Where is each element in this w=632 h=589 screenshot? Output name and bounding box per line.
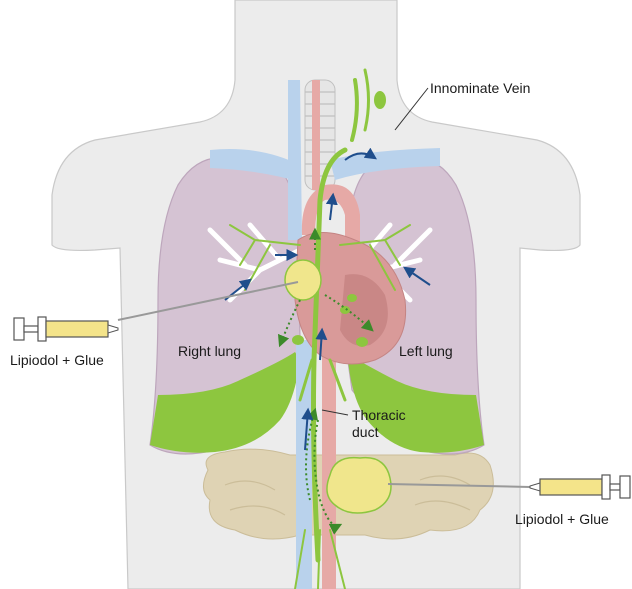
- mediastinal-lymph-node: [285, 260, 321, 300]
- cisterna-chyli: [327, 458, 391, 513]
- thoracic-duct-label-line2: duct: [352, 424, 379, 440]
- inferior-vena-cava: [296, 340, 312, 589]
- left-syringe-label: Lipiodol + Glue: [10, 352, 104, 368]
- left-lung-label: Left lung: [399, 343, 453, 359]
- carotid-artery: [312, 80, 320, 190]
- right-lung-label: Right lung: [178, 343, 241, 359]
- innominate-vein-label: Innominate Vein: [430, 80, 530, 96]
- right-syringe[interactable]: [530, 475, 630, 499]
- right-syringe-label: Lipiodol + Glue: [515, 511, 609, 527]
- thoracic-duct-label-line1: Thoracic: [352, 407, 406, 423]
- left-syringe[interactable]: [14, 317, 118, 341]
- superior-vena-cava: [288, 80, 302, 240]
